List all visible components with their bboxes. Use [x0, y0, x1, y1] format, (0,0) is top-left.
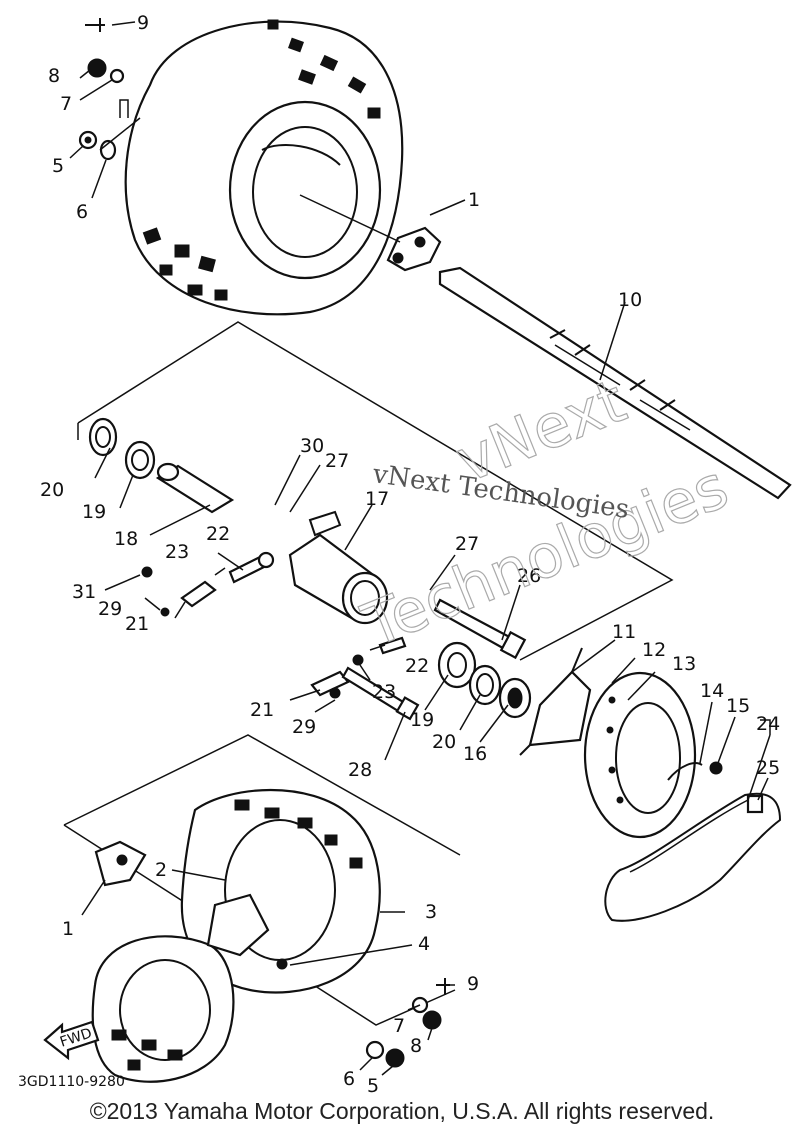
- callout-8-top: 8: [48, 65, 60, 87]
- sprocket-13: [583, 671, 697, 839]
- housing-17: [288, 510, 389, 625]
- bottom-tire-treads: [111, 799, 363, 1071]
- callout-19-left: 19: [82, 501, 106, 523]
- callout-9-top: 9: [137, 12, 149, 34]
- callout-5-bot: 5: [367, 1075, 379, 1097]
- callout-8-bot: 8: [410, 1035, 422, 1057]
- callout-22-top: 22: [206, 523, 230, 545]
- callout-6-bot: 6: [343, 1068, 355, 1090]
- callout-10: 10: [618, 289, 642, 311]
- top-tire-treads: [142, 19, 381, 301]
- bottom-hub: [94, 840, 147, 887]
- sprocket-hub-11: [519, 647, 592, 756]
- callout-7-top: 7: [60, 93, 72, 115]
- callout-1-bot: 1: [62, 918, 74, 940]
- callout-6-top: 6: [76, 201, 88, 223]
- bearing-19-left: [124, 440, 156, 480]
- sleeve-18: [155, 462, 235, 514]
- callout-4: 4: [418, 933, 430, 955]
- bottom-frame: [63, 734, 461, 1026]
- callout-2: 2: [155, 859, 167, 881]
- bolt-28: [341, 666, 420, 721]
- callout-30: 30: [300, 435, 324, 457]
- callout-23-mid: 23: [372, 681, 396, 703]
- callout-21-mid: 21: [250, 699, 274, 721]
- callout-labels: 9 8 7 5 6 1 10 20 19 18 30 27 17 22 23 3…: [40, 12, 780, 1097]
- axle: [438, 266, 792, 500]
- copyright-notice: ©2013 Yamaha Motor Corporation, U.S.A. A…: [89, 1098, 715, 1124]
- callout-18: 18: [114, 528, 138, 550]
- leader-lines: [69, 21, 771, 1076]
- callout-24: 24: [756, 713, 780, 735]
- callout-23-top: 23: [165, 541, 189, 563]
- middle-frame: [77, 321, 674, 661]
- lock-14-15: [667, 761, 723, 781]
- callout-20-left: 20: [40, 479, 64, 501]
- callout-20-mid: 20: [432, 731, 456, 753]
- callout-14: 14: [700, 680, 724, 702]
- top-fasteners: [78, 18, 125, 161]
- callout-12: 12: [642, 639, 666, 661]
- callout-19-mid: 19: [410, 709, 434, 731]
- callout-29-left: 29: [98, 598, 122, 620]
- bottom-wheel: [91, 788, 381, 1083]
- callout-3: 3: [425, 901, 437, 923]
- adjuster-21-left: [141, 566, 217, 617]
- bearing-20-left: [88, 417, 118, 457]
- callout-17: 17: [365, 488, 389, 510]
- callout-31: 31: [72, 581, 96, 603]
- callout-22-mid: 22: [405, 655, 429, 677]
- top-hub: [386, 226, 442, 272]
- bolt-26: [433, 598, 527, 660]
- callout-13: 13: [672, 653, 696, 675]
- top-wheel: [124, 19, 404, 316]
- bolt-22-top: [228, 551, 275, 584]
- callout-26: 26: [517, 565, 541, 587]
- callout-15: 15: [726, 695, 750, 717]
- callout-5-top: 5: [52, 155, 64, 177]
- callout-25: 25: [756, 757, 780, 779]
- callout-21-left: 21: [125, 613, 149, 635]
- callout-9-bot: 9: [467, 973, 479, 995]
- callout-11: 11: [612, 621, 636, 643]
- callout-29-mid: 29: [292, 716, 316, 738]
- callout-28: 28: [348, 759, 372, 781]
- drawing-code: 3GD1110-9280: [18, 1074, 125, 1090]
- chain-24: [604, 792, 782, 922]
- fwd-arrow: FWD: [43, 1020, 100, 1061]
- callout-7-bot: 7: [393, 1015, 405, 1037]
- callout-27-top: 27: [325, 450, 349, 472]
- callout-27-mid: 27: [455, 533, 479, 555]
- callout-1-top: 1: [468, 189, 480, 211]
- watermark: vNext Technologies vNext Technologies: [352, 366, 738, 663]
- callout-16: 16: [463, 743, 487, 765]
- bearings-mid: [437, 641, 532, 719]
